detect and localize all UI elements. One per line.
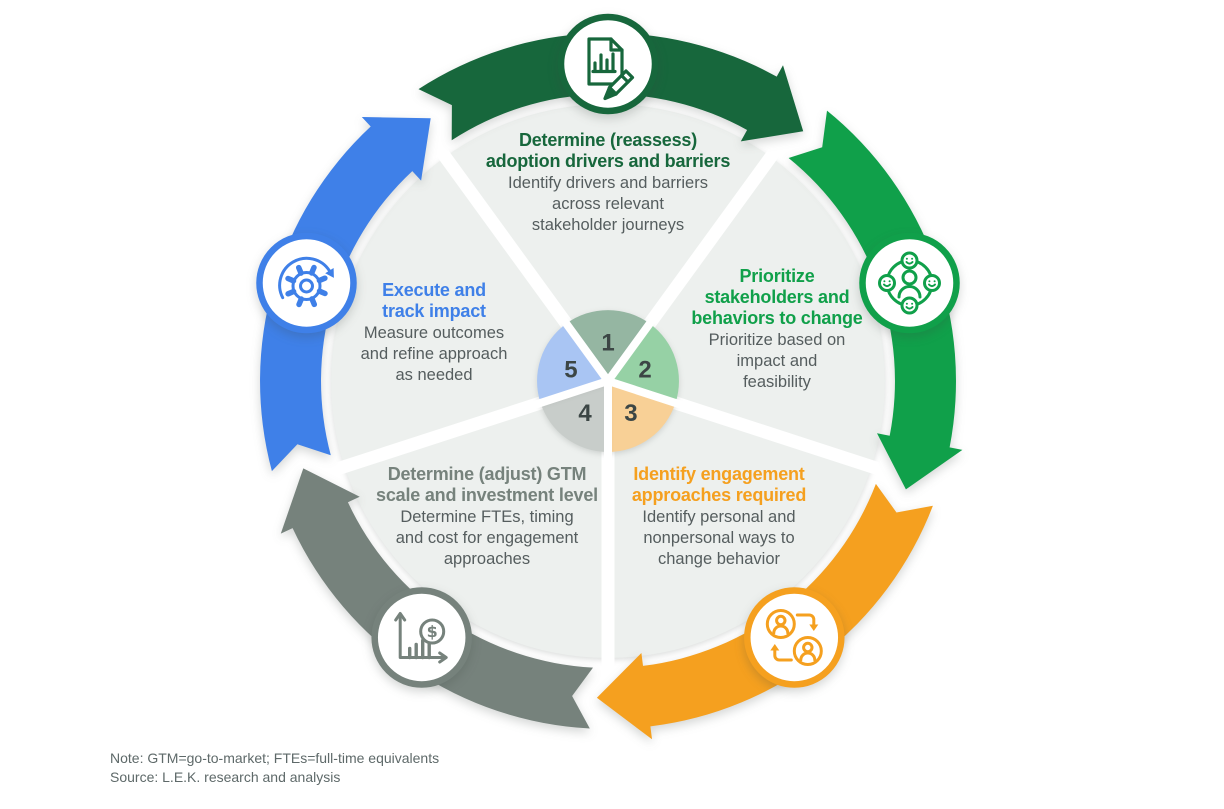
segment-text-prioritize-stakeholders: Prioritize stakeholders and behaviors to… bbox=[607, 266, 947, 393]
pie-divider bbox=[558, 314, 612, 384]
segment-title-prioritize-stakeholders: Prioritize stakeholders and behaviors to… bbox=[691, 266, 863, 328]
pie-divider bbox=[604, 314, 658, 384]
segment-text-identify-engagement: Identify engagement approaches required … bbox=[549, 464, 889, 570]
pie-slice-1 bbox=[566, 310, 650, 381]
icon-circle-3 bbox=[744, 587, 845, 688]
segment-arrow-5 bbox=[260, 117, 431, 472]
segment-title-determine-drivers: Determine (reassess) adoption drivers an… bbox=[485, 130, 731, 171]
pie-divider bbox=[606, 377, 685, 410]
segment-arrow-3 bbox=[596, 483, 933, 740]
document-chart-pencil-icon bbox=[587, 37, 635, 101]
gear-refresh-icon bbox=[278, 256, 334, 308]
segment-text-gtm-scale: Determine (adjust) GTM scale and investm… bbox=[317, 464, 657, 570]
segment-title-execute-track: Execute and track impact bbox=[382, 280, 486, 321]
segment-title-identify-engagement: Identify engagement approaches required bbox=[631, 464, 807, 505]
pie-number-2: 2 bbox=[638, 356, 651, 383]
source-line: Source: L.E.K. research and analysis bbox=[110, 769, 341, 785]
note-line: Note: GTM=go-to-market; FTEs=full-time e… bbox=[110, 750, 440, 766]
pie-number-4: 4 bbox=[578, 400, 592, 427]
pie-number-1: 1 bbox=[601, 329, 614, 356]
pie-divider bbox=[531, 377, 610, 410]
segment-arrow-2 bbox=[788, 110, 963, 490]
segment-body-determine-drivers: Identify drivers and barriers across rel… bbox=[508, 174, 708, 234]
segment-body-prioritize-stakeholders: Prioritize based on impact and feasibili… bbox=[708, 331, 846, 391]
footnote: Note: GTM=go-to-market; FTEs=full-time e… bbox=[110, 749, 439, 787]
svg-text:$: $ bbox=[427, 622, 438, 641]
icon-circle-5 bbox=[256, 232, 357, 334]
segment-title-gtm-scale: Determine (adjust) GTM scale and investm… bbox=[376, 464, 598, 505]
bar-chart-dollar-icon: $ bbox=[394, 612, 448, 664]
stakeholder-network-icon bbox=[878, 251, 941, 315]
segment-text-determine-drivers: Determine (reassess) adoption drivers an… bbox=[438, 130, 778, 236]
pie-number-5: 5 bbox=[564, 356, 577, 383]
people-exchange-icon bbox=[765, 609, 823, 666]
segment-text-execute-track: Execute and track impact Measure outcome… bbox=[264, 280, 604, 386]
segment-body-identify-engagement: Identify personal and nonpersonal ways t… bbox=[642, 508, 796, 568]
segment-arrow-4 bbox=[280, 468, 593, 729]
segment-body-gtm-scale: Determine FTEs, timing and cost for enga… bbox=[395, 508, 579, 568]
pie-number-3: 3 bbox=[624, 400, 637, 427]
segment-body-execute-track: Measure outcomes and refine approach as … bbox=[360, 324, 508, 384]
